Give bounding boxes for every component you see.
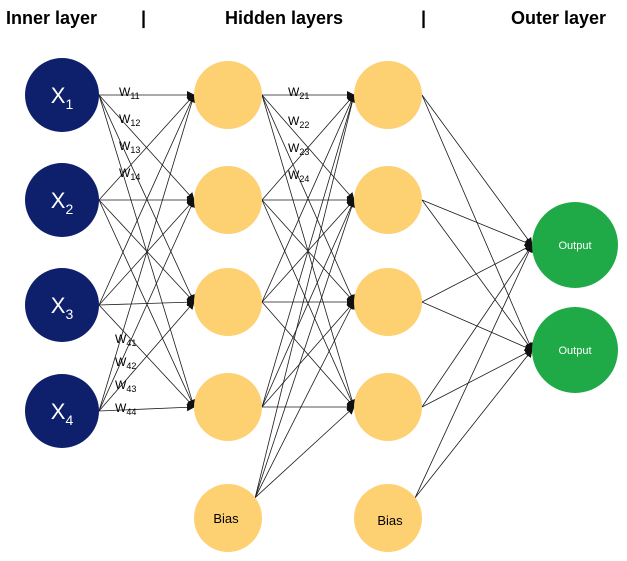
input-node-x3	[25, 268, 99, 342]
bias-node-2-label: Bias	[377, 513, 403, 528]
weight-label-w12: W12	[119, 112, 140, 128]
hidden-node-2-1	[354, 61, 422, 129]
header-separator-1: |	[141, 8, 146, 28]
output-node-1	[532, 202, 618, 288]
edge-h1-3-h2-1	[261, 94, 355, 303]
hidden-node-1-1	[194, 61, 262, 129]
hidden-node-1-3	[194, 268, 262, 336]
edge-bias1-h2-1	[254, 94, 357, 498]
bias-node-2	[354, 484, 422, 552]
output-node-1-label: Output	[558, 240, 591, 252]
weight-label-w24: W24	[288, 168, 309, 184]
header-hidden-layers: Hidden layers	[225, 8, 343, 28]
edge-h2-3-out-1	[421, 244, 533, 303]
edge-x4-h1-2	[98, 199, 195, 412]
weight-label-w44: W44	[115, 401, 136, 417]
edge-h1-2-h2-1	[261, 94, 355, 201]
header-inner-layer: Inner layer	[6, 8, 97, 28]
output-node-2-label: Output	[558, 345, 591, 357]
input-node-x1	[25, 58, 99, 132]
edge-x1-h1-3	[98, 94, 195, 303]
hidden-node-1-2	[194, 166, 262, 234]
edge-x3-h1-3	[98, 298, 195, 307]
weight-labels: W11 W12 W13 W14 W41 W42 W43 W44 W21 W22 …	[115, 85, 309, 417]
edge-h1-4-h2-1	[261, 94, 356, 408]
weight-label-w43: W43	[115, 378, 136, 394]
edge-h2-4-out-2	[421, 349, 533, 408]
input-node-x1-label: X1	[51, 83, 74, 112]
edge-h2-1-out-1	[421, 94, 533, 246]
edge-bias2-out-1	[414, 244, 533, 498]
edge-x2-h1-1	[98, 94, 195, 201]
input-node-x4	[25, 374, 99, 448]
header-outer-layer: Outer layer	[511, 8, 606, 28]
output-layer: Output Output	[532, 202, 618, 393]
hidden-layer-1: Bias	[194, 61, 262, 552]
weight-label-w13: W13	[119, 139, 140, 155]
weight-label-w11: W11	[119, 85, 140, 101]
bias-node-1	[194, 484, 262, 552]
edge-bias2-out-2	[414, 349, 533, 498]
weight-label-w42: W42	[115, 355, 136, 371]
edge-x4-h1-3	[98, 301, 195, 412]
weight-label-w21: W21	[288, 85, 309, 101]
hidden-node-1-4	[194, 373, 262, 441]
weight-label-w22: W22	[288, 114, 309, 130]
input-node-x3-label: X3	[51, 293, 74, 322]
edge-x2-h1-3	[98, 199, 195, 303]
edge-h2-2-out-2	[421, 199, 533, 351]
hidden-layer-2: Bias	[354, 61, 422, 552]
edge-h2-2-out-1	[421, 199, 533, 247]
hidden-node-2-4	[354, 373, 422, 441]
header-separator-2: |	[421, 8, 426, 28]
weight-label-w41: W41	[115, 332, 136, 348]
edge-x4-h1-4	[98, 403, 195, 412]
connection-lines	[98, 91, 533, 498]
weight-label-w14: W14	[119, 166, 140, 182]
edge-x4-h1-1	[98, 94, 196, 412]
edge-bias1-h2-2	[254, 199, 356, 498]
hidden-node-2-2	[354, 166, 422, 234]
input-layer: X1 X2 X3 X4	[25, 58, 99, 448]
edge-h1-4-h2-2	[261, 199, 355, 408]
input-node-x4-label: X4	[51, 399, 74, 428]
output-node-2	[532, 307, 618, 393]
edge-x3-h1-1	[98, 94, 195, 306]
hidden-node-2-3	[354, 268, 422, 336]
input-node-x2	[25, 163, 99, 237]
bias-node-1-label: Bias	[213, 511, 239, 526]
edge-bias1-h2-4	[254, 406, 355, 498]
weight-label-w23: W23	[288, 141, 309, 157]
edge-bias1-h2-3	[254, 301, 355, 498]
input-node-x2-label: X2	[51, 188, 74, 217]
edge-h1-4-h2-3	[261, 301, 355, 408]
edge-h2-4-out-1	[421, 244, 533, 408]
